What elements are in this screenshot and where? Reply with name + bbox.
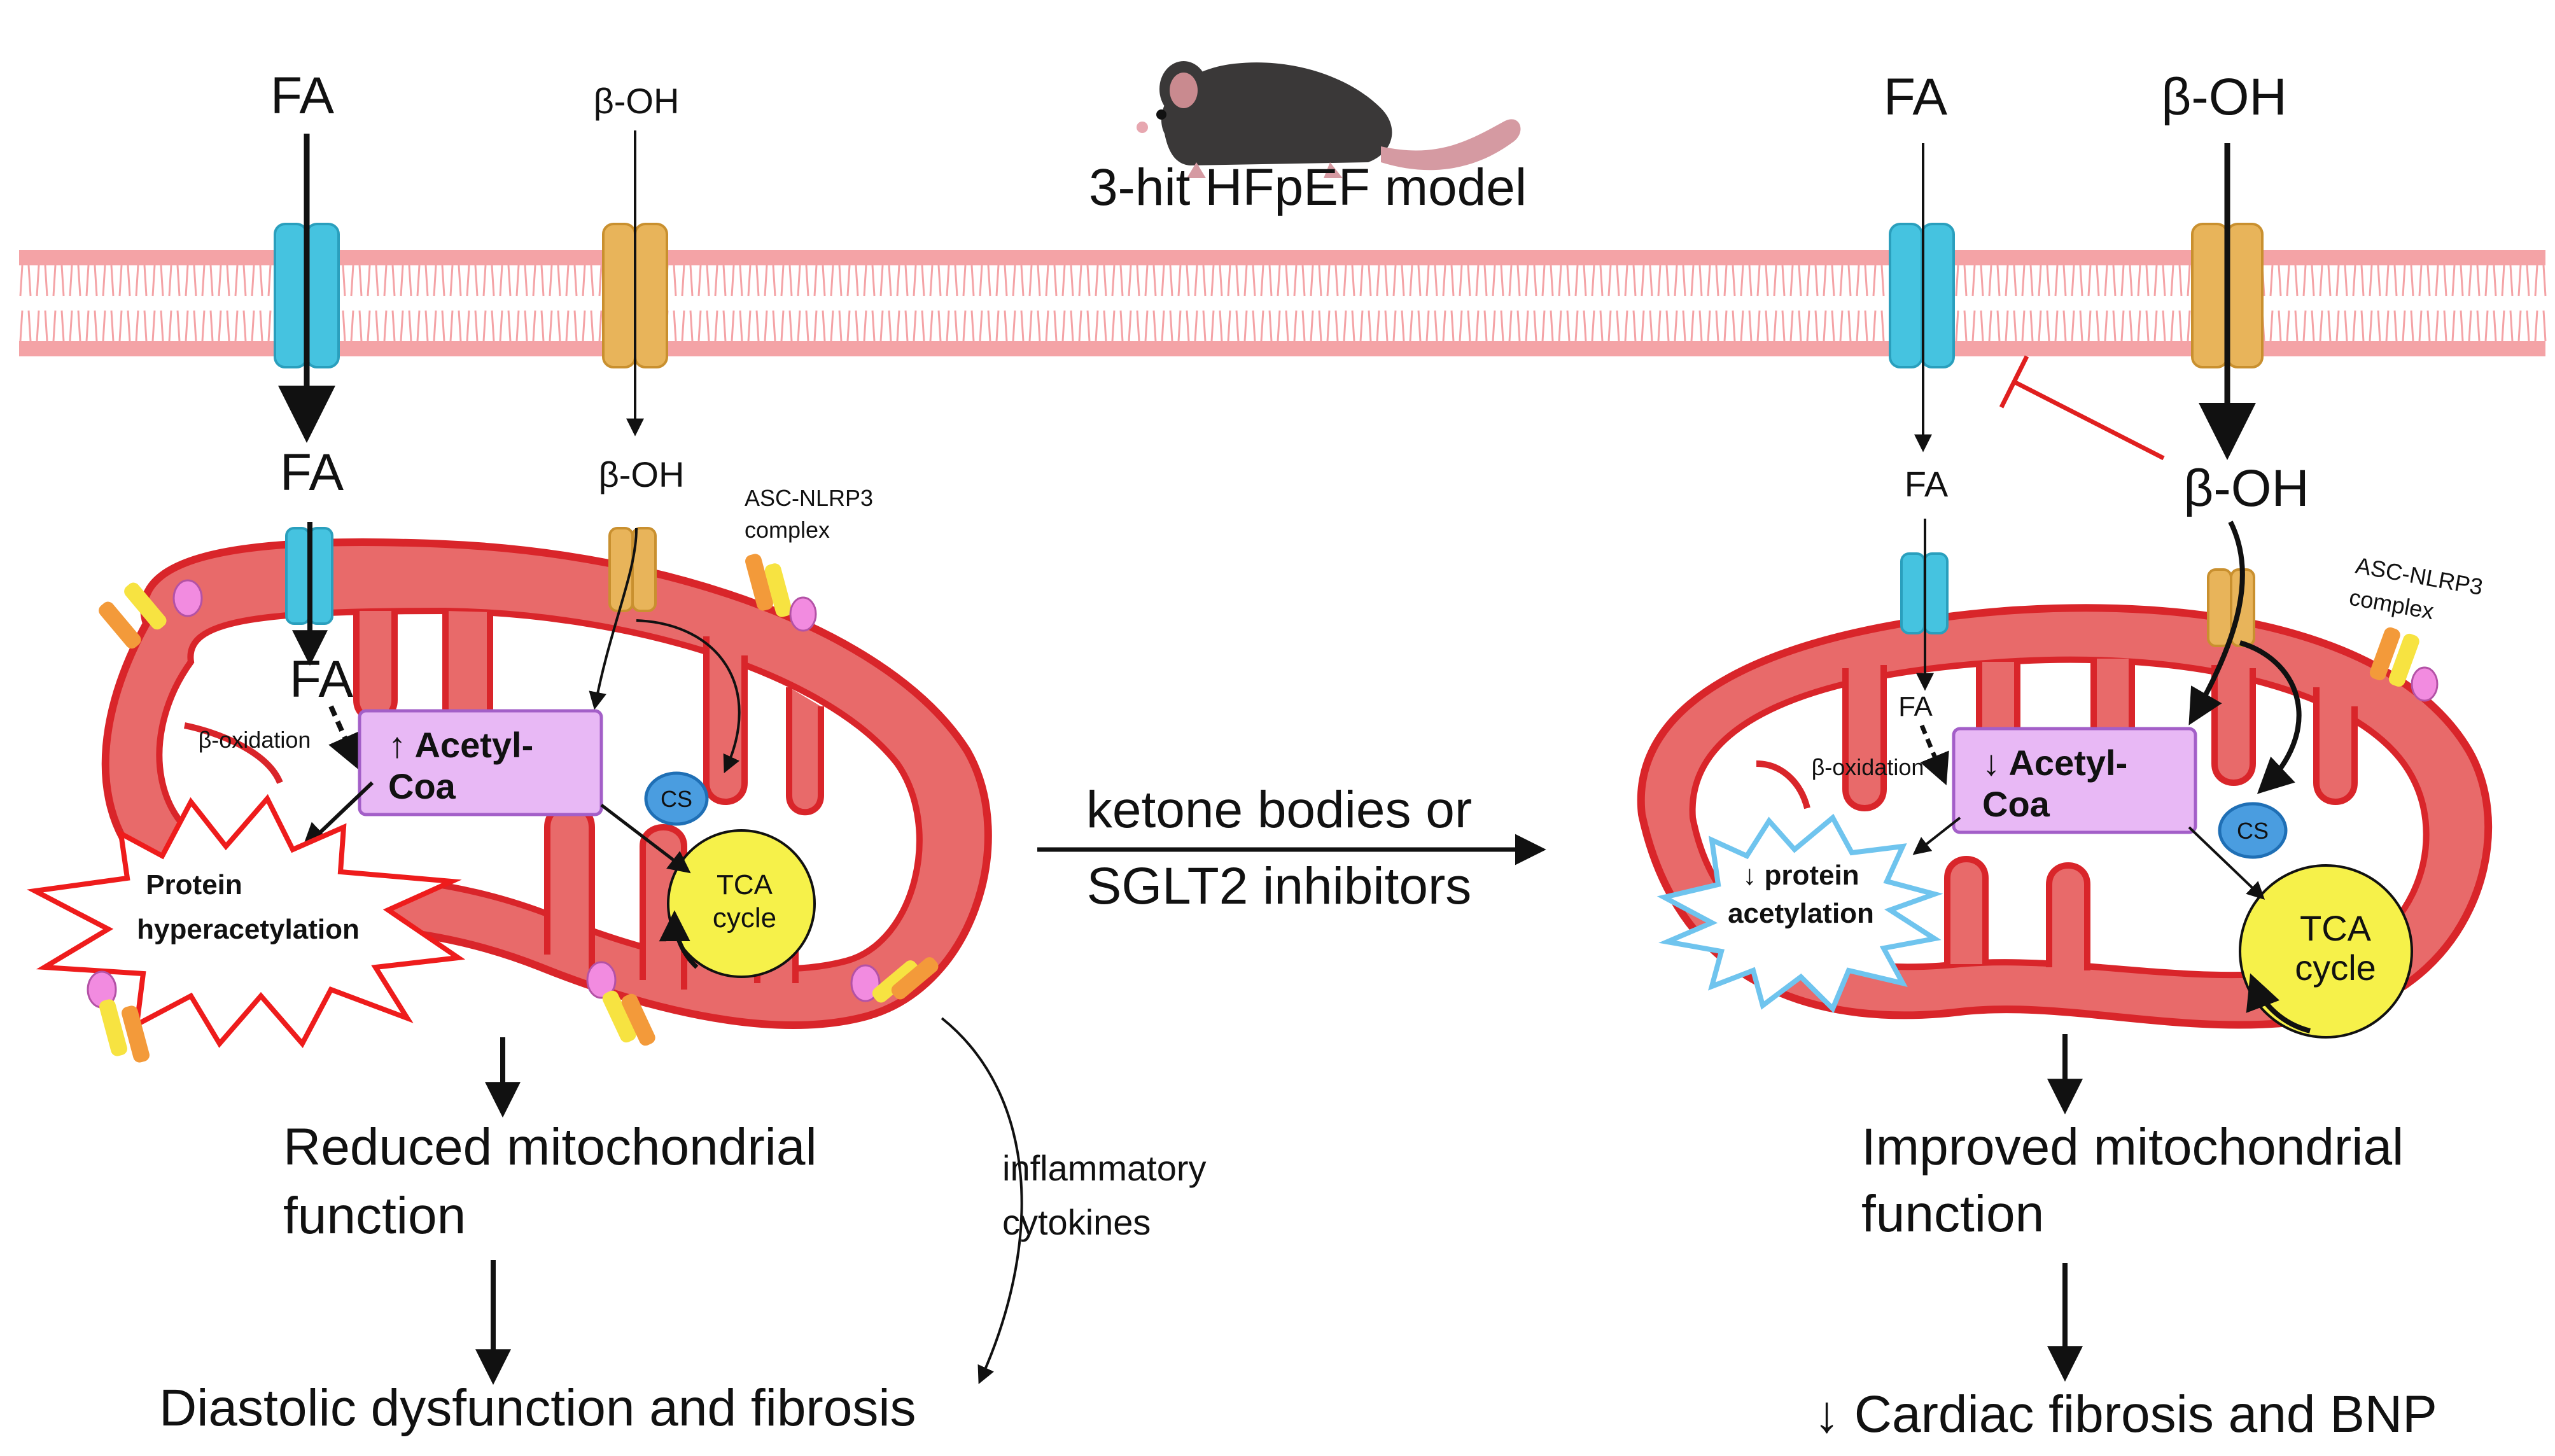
- left-acetyl-coa-line1: ↑ Acetyl-: [388, 725, 533, 765]
- left-asc-decor-2: [87, 970, 150, 1063]
- left-beta-oxidation-arrow: [328, 705, 361, 771]
- right-tca-line1: TCA: [2300, 908, 2372, 948]
- membrane-inner-heads: [19, 341, 2545, 356]
- right-beta-oxidation-label: β-oxidation: [1812, 754, 1924, 780]
- right-acetyl-to-tca-arrow: [2188, 826, 2265, 900]
- right-fa-channel-icon: [1889, 223, 1955, 368]
- right-tca-line2: cycle: [2295, 948, 2376, 988]
- left-asc-line2: complex: [745, 517, 830, 543]
- right-asc-line2: complex: [2348, 584, 2436, 625]
- right-bohb-channel-icon: [2191, 223, 2264, 368]
- left-cs-enzyme: [644, 771, 709, 826]
- right-outcome1-line2: function: [1861, 1185, 2044, 1243]
- right-bohb-to-acetyl-arrow: [2188, 521, 2245, 725]
- left-asc-decor-4: [850, 957, 939, 1003]
- left-cytokines-line2: cytokines: [1002, 1202, 1151, 1242]
- right-bohb-to-cs-arrow: [2239, 640, 2302, 794]
- left-acetylation-line1: Protein: [146, 869, 242, 900]
- left-acetyl-to-tca-arrow: [600, 804, 691, 874]
- left-tca-cycle-arrow: [659, 910, 699, 969]
- right-asc-nlrp3-complex-icon: [2369, 627, 2439, 702]
- right-acetyl-coa-box: [1952, 727, 2197, 834]
- left-asc-nlrp3-complex-icon: [745, 554, 817, 632]
- right-bohb-mid-label: β-OH: [2183, 459, 2309, 517]
- left-tca-line1: TCA: [717, 869, 773, 900]
- membrane-outer-heads: [19, 250, 2545, 265]
- right-acetyl-coa-line1: ↓ Acetyl-: [1982, 743, 2127, 783]
- right-cs-enzyme: [2218, 802, 2288, 859]
- right-fa-inner-label: FA: [1898, 691, 1933, 722]
- left-acetylation-line2: hyperacetylation: [137, 914, 360, 945]
- right-acetylation-line2: acetylation: [1728, 898, 1874, 929]
- right-beta-oxidation-arrow: [1919, 724, 1949, 786]
- left-bohb-to-acetyl-arrow: [589, 528, 638, 710]
- left-fa-mid-label: FA: [280, 444, 344, 501]
- right-tca-cycle-arrow: [2246, 973, 2311, 1033]
- treatment-line2: SGLT2 inhibitors: [1087, 857, 1472, 915]
- mouse-icon: [1137, 61, 1521, 178]
- cell-membrane-bilayer: [19, 250, 2547, 356]
- left-acetyl-coa-box: [358, 709, 603, 816]
- left-bohb-top-label: β-OH: [594, 81, 680, 121]
- left-outcome1-line2: function: [283, 1187, 466, 1245]
- left-fa-inner-label: FA: [290, 650, 354, 708]
- right-cs-label: CS: [2237, 818, 2269, 844]
- right-mito-fa-channel-icon: [1900, 552, 1949, 634]
- left-fa-channel-icon: [274, 223, 340, 368]
- right-tca-cycle: [2239, 864, 2413, 1039]
- left-acetyl-coa-line2: Coa: [388, 766, 456, 806]
- left-tca-cycle: [667, 829, 816, 978]
- treatment-line1: ketone bodies or: [1086, 781, 1472, 839]
- left-bohb-mid-label: β-OH: [599, 454, 685, 494]
- right-fa-mid-label: FA: [1905, 464, 1949, 504]
- model-label: 3-hit HFpEF model: [1089, 158, 1527, 216]
- left-cytokines-line1: inflammatory: [1002, 1148, 1207, 1188]
- left-mito-bohb-channel-icon: [608, 527, 657, 612]
- left-cytokines-arrow: [941, 1017, 1023, 1385]
- left-asc-decor-3: [586, 961, 655, 1046]
- right-acetyl-to-acetylation-arrow: [1912, 816, 1961, 855]
- left-asc-line1: ASC-NLRP3: [745, 485, 873, 511]
- left-asc-decor-1: [99, 579, 203, 649]
- left-outcome1-line1: Reduced mitochondrial: [283, 1118, 817, 1176]
- right-acetylation-line1: ↓ protein: [1742, 860, 1859, 891]
- right-bohb-top-label: β-OH: [2161, 68, 2286, 126]
- left-outcome2: Diastolic dysfunction and fibrosis: [159, 1379, 916, 1437]
- left-tca-line2: cycle: [713, 902, 776, 934]
- left-fa-top-label: FA: [270, 67, 335, 125]
- right-acetyl-coa-line2: Coa: [1982, 784, 2050, 824]
- left-acetyl-to-acetylation-arrow: [301, 781, 374, 850]
- right-fa-top-label: FA: [1884, 68, 1948, 126]
- left-cs-label: CS: [661, 786, 692, 812]
- left-hyperacetylation-burst: [27, 794, 466, 1049]
- right-outcome2: ↓ Cardiac fibrosis and BNP: [1814, 1385, 2437, 1443]
- right-outcome1-line1: Improved mitochondrial: [1861, 1118, 2404, 1176]
- left-beta-oxidation-label: β-oxidation: [199, 727, 311, 753]
- inhibition-arrow: [1999, 355, 2165, 461]
- left-bohb-to-cs-arrow: [636, 619, 741, 774]
- right-acetylation-burst: [1656, 813, 1943, 1014]
